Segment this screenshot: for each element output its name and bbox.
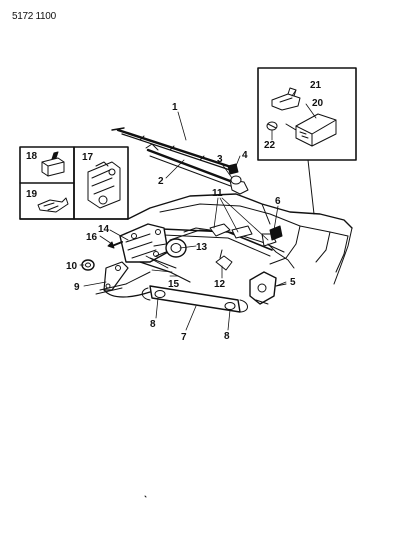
clip-6	[269, 225, 283, 241]
bracket-17	[87, 161, 121, 209]
callout-4: 4	[242, 150, 248, 161]
callout-7: 7	[181, 332, 187, 343]
callout-10: 10	[66, 261, 78, 272]
callout-2: 2	[158, 176, 164, 187]
callout-11: 11	[212, 188, 223, 199]
inset-box-20-22	[257, 67, 357, 161]
bolt-16	[107, 241, 123, 249]
pivot-cap-4	[227, 163, 239, 175]
motor-bracket-14	[119, 223, 169, 263]
callout-6: 6	[275, 196, 281, 207]
callout-3: 3	[217, 154, 223, 165]
callout-16: 16	[86, 232, 98, 243]
callout-5: 5	[290, 277, 296, 288]
callout-17: 17	[82, 152, 94, 163]
diagram-code: 5172 1100	[12, 11, 56, 22]
wiper-motor-13	[153, 238, 187, 258]
callout-20: 20	[312, 98, 324, 109]
linkage-arms-11	[139, 223, 295, 269]
callout-12: 12	[214, 279, 226, 290]
leader-lines	[79, 89, 317, 331]
callout-19: 19	[26, 189, 38, 200]
pivot-assembly-5	[249, 271, 287, 305]
callout-22: 22	[264, 140, 276, 151]
drive-link-7	[141, 285, 248, 313]
pivot-nut-3	[230, 175, 242, 185]
callout-21: 21	[310, 80, 322, 91]
crank-arm-9	[103, 261, 129, 291]
wiper-blade-1	[111, 127, 231, 171]
callout-1: 1	[172, 102, 178, 113]
grommet-8a	[154, 290, 166, 298]
grommet-22	[266, 121, 278, 131]
callout-15: 15	[168, 279, 180, 290]
washer-pump-20	[285, 113, 337, 147]
connector-18	[41, 151, 65, 177]
bracket-12	[215, 249, 233, 271]
grommet-8b	[224, 302, 236, 310]
callout-8-right: 8	[224, 331, 230, 342]
callout-labels: 1 2 3 4 5 6 7 8 8 9 10 11 12 13 14 15 16…	[26, 80, 324, 343]
clip-19	[37, 197, 69, 213]
callout-9: 9	[74, 282, 80, 293]
callout-13: 13	[196, 242, 208, 253]
callout-18: 18	[26, 151, 38, 162]
callout-14: 14	[98, 224, 110, 235]
nozzle-21	[271, 87, 301, 111]
callout-8-left: 8	[150, 319, 156, 330]
